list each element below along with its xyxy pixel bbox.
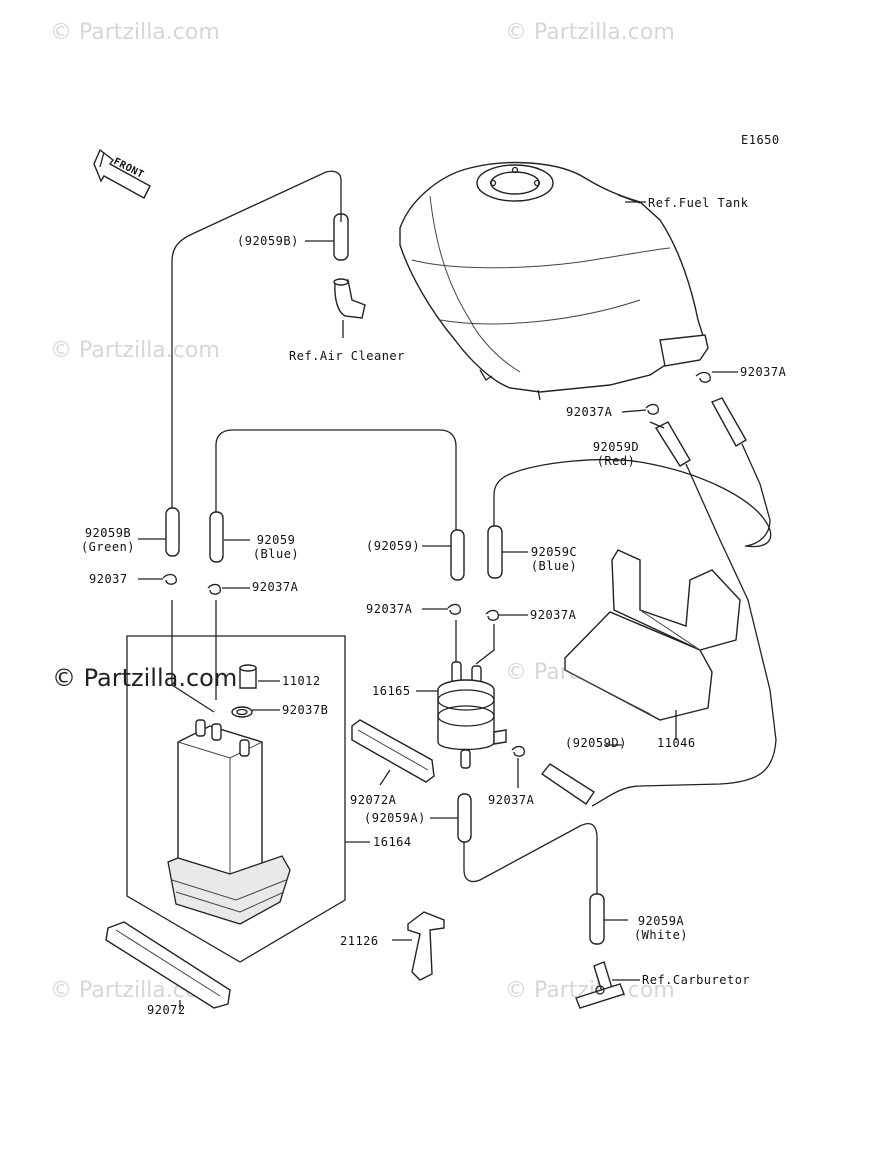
leader-lines — [138, 201, 738, 1010]
part-color: (Blue) — [252, 547, 300, 561]
diagram-code: E1650 — [741, 133, 780, 147]
label-92059B-green: 92059B (Green) — [78, 526, 138, 554]
label-92037: 92037 — [89, 572, 128, 586]
hose-92059D-red — [654, 421, 691, 467]
label-92037A-mid: 92037A — [566, 405, 613, 419]
label-92037A-center-right: 92037A — [530, 608, 577, 622]
label-92059D-paren: (92059D) — [565, 736, 627, 750]
label-92059A-paren: (92059A) — [364, 811, 426, 825]
clip-92037A-tank — [695, 371, 711, 383]
watermark: © Partzilla.com — [50, 20, 220, 45]
canister-group-outline — [126, 635, 346, 963]
label-92037B: 92037B — [282, 703, 329, 717]
hose-route-line — [215, 429, 457, 530]
part-color: (Blue) — [530, 559, 578, 573]
strap-92072A — [351, 719, 435, 783]
label-92059-blue: 92059 (Blue) — [250, 533, 302, 561]
part-number: 92059C — [530, 545, 578, 559]
label-ref-carburetor: Ref.Carburetor — [642, 973, 751, 987]
label-92059B-paren: (92059B) — [237, 234, 299, 248]
label-21126: 21126 — [340, 934, 379, 948]
watermark: © Partzilla.com — [505, 20, 675, 45]
part-color: (Green) — [80, 540, 136, 554]
clip-92037A-lower — [511, 745, 525, 757]
cap-11012 — [239, 664, 257, 689]
label-92059A-white: 92059A (White) — [630, 914, 692, 942]
part-color: (White) — [633, 928, 689, 942]
hose-92059A-white — [589, 893, 605, 945]
fuel-tank-drawing — [399, 161, 709, 401]
part-number: 92059D — [592, 440, 640, 454]
part-number: 92059 — [256, 533, 296, 547]
label-16164: 16164 — [373, 835, 412, 849]
hose-route-line — [171, 170, 342, 508]
label-92037A-lower: 92037A — [488, 793, 535, 807]
air-cleaner-elbow — [333, 278, 366, 338]
label-92037A-left: 92037A — [252, 580, 299, 594]
watermark: © Partzilla.com — [50, 338, 220, 363]
hose-92059D-lower — [540, 763, 595, 805]
hose-92059C-blue — [487, 525, 503, 579]
fuel-filter-16165 — [437, 661, 507, 769]
label-ref-air-cleaner: Ref.Air Cleaner — [289, 349, 405, 363]
watermark-main: © Partzilla.com — [52, 664, 238, 692]
hose-92059-center — [450, 529, 465, 581]
label-92072A: 92072A — [350, 793, 397, 807]
carburetor-fitting — [575, 961, 625, 1009]
label-92059-paren: (92059) — [366, 539, 421, 553]
label-11012: 11012 — [282, 674, 321, 688]
label-92059C-blue: 92059C (Blue) — [528, 545, 580, 573]
strap-92072 — [105, 921, 231, 1009]
label-16165: 16165 — [372, 684, 411, 698]
part-number: 92059B — [84, 526, 132, 540]
tray-11046 — [564, 549, 741, 740]
label-92037A-tank: 92037A — [740, 365, 787, 379]
front-arrow-icon — [93, 148, 151, 199]
bracket-21126 — [392, 911, 445, 981]
label-ref-fuel-tank: Ref.Fuel Tank — [648, 196, 749, 210]
hose-route-line — [493, 459, 772, 548]
clip-92037A-center-right — [485, 609, 499, 621]
clip-92037A-left — [207, 583, 221, 595]
hose-92059B-green — [165, 507, 180, 557]
clip-92037-left — [162, 573, 177, 585]
hose-92059-blue — [209, 511, 224, 563]
hose-route-line — [591, 463, 777, 807]
clip-92037A-mid — [645, 403, 659, 415]
hose-tank-drain — [711, 397, 747, 447]
canister-16164 — [167, 719, 291, 925]
label-92072: 92072 — [147, 1003, 186, 1017]
clamp-92037B — [231, 706, 253, 718]
part-color: (Red) — [596, 454, 636, 468]
hose-92059A-center — [457, 793, 472, 843]
part-number: 92059A — [637, 914, 685, 928]
label-92037A-center-left: 92037A — [366, 602, 413, 616]
clip-92037A-center-left — [447, 603, 461, 615]
label-92059D-red: 92059D (Red) — [586, 440, 646, 468]
hose-route-line — [463, 823, 598, 896]
label-11046: 11046 — [657, 736, 696, 750]
